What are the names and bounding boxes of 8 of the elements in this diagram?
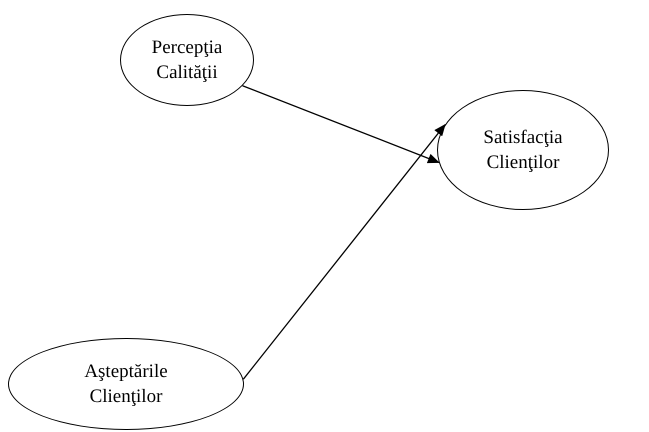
ellipse-node [8, 338, 244, 430]
arrow [242, 85, 440, 164]
node-label: Percepţia Calităţii [150, 36, 224, 85]
ellipse-node [437, 90, 609, 210]
node-label: Satisfacţia Clienţilor [482, 126, 564, 175]
ellipse-node [120, 14, 254, 106]
arrow [242, 124, 446, 380]
node-label: Aşteptările Clienţilor [83, 360, 169, 409]
